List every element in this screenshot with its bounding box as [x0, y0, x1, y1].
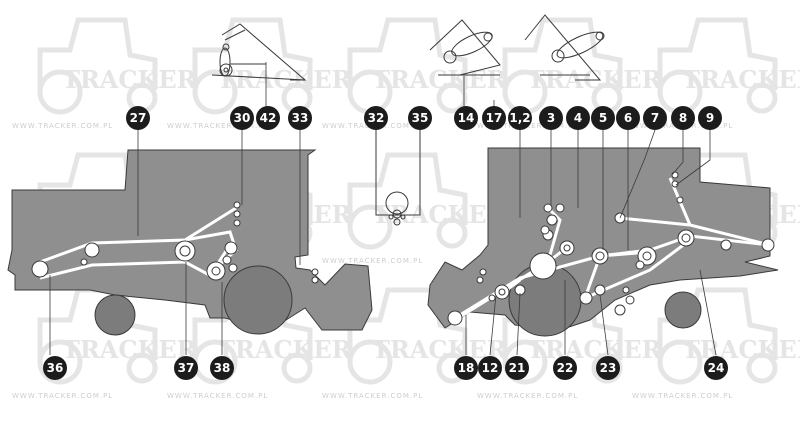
- watermark-url: WWW.TRACKER.COM.PL: [477, 392, 578, 400]
- callout-18[interactable]: 18: [454, 356, 478, 380]
- watermark-logo: TRACKER: [527, 335, 663, 364]
- svg-text:37: 37: [178, 361, 195, 375]
- watermark-logo: TRACKER: [62, 65, 198, 94]
- svg-text:21: 21: [509, 361, 526, 375]
- svg-text:5: 5: [599, 111, 607, 125]
- svg-text:18: 18: [458, 361, 475, 375]
- svg-text:1,2: 1,2: [509, 111, 530, 125]
- right-inset-17: [524, 14, 605, 81]
- callout-37[interactable]: 37: [174, 356, 198, 380]
- watermark-url: WWW.TRACKER.COM.PL: [167, 392, 268, 400]
- watermark-logo: TRACKER: [217, 335, 353, 364]
- callout-7[interactable]: 7: [643, 106, 667, 130]
- left-harvester: [7, 23, 373, 355]
- callout-35[interactable]: 35: [408, 106, 432, 130]
- svg-text:27: 27: [130, 111, 147, 125]
- callout-24[interactable]: 24: [704, 356, 728, 380]
- watermark-logo: TRACKER: [62, 335, 198, 364]
- svg-text:23: 23: [600, 361, 617, 375]
- callout-layer: 27 30 42 33 32 35 14 17 1,2 3 4 5 6 7 8 …: [43, 106, 728, 380]
- right-inset-14: [429, 19, 501, 76]
- svg-text:36: 36: [47, 361, 64, 375]
- watermark-tile: TRACKER WWW.TRACKER.COM.PL: [12, 17, 198, 130]
- callout-1-2[interactable]: 1,2: [508, 106, 532, 130]
- svg-text:30: 30: [234, 111, 251, 125]
- callout-36[interactable]: 36: [43, 356, 67, 380]
- watermark-url: WWW.TRACKER.COM.PL: [322, 392, 423, 400]
- left-leaders: [49, 62, 301, 355]
- watermark-tile: TRACKER WWW.TRACKER.COM.PL: [632, 287, 800, 400]
- right-harvester: [427, 14, 779, 356]
- watermark-tile: TRACKER WWW.TRACKER.COM.PL: [477, 287, 663, 400]
- left-rear-wheel: [223, 265, 293, 335]
- watermark-url: WWW.TRACKER.COM.PL: [12, 122, 113, 130]
- callout-9[interactable]: 9: [698, 106, 722, 130]
- svg-text:7: 7: [651, 111, 659, 125]
- svg-text:14: 14: [458, 111, 475, 125]
- callout-8[interactable]: 8: [671, 106, 695, 130]
- left-inset-detail: [211, 23, 307, 81]
- svg-text:32: 32: [368, 111, 385, 125]
- watermark-url: WWW.TRACKER.COM.PL: [322, 257, 423, 265]
- callout-23[interactable]: 23: [596, 356, 620, 380]
- callout-4[interactable]: 4: [566, 106, 590, 130]
- svg-text:6: 6: [624, 111, 632, 125]
- svg-text:38: 38: [214, 361, 231, 375]
- callout-17[interactable]: 17: [482, 106, 506, 130]
- callout-5[interactable]: 5: [591, 106, 615, 130]
- watermark-url: WWW.TRACKER.COM.PL: [12, 392, 113, 400]
- watermark-logo: TRACKER: [217, 65, 353, 94]
- svg-text:33: 33: [292, 111, 309, 125]
- svg-text:8: 8: [679, 111, 687, 125]
- callout-27[interactable]: 27: [126, 106, 150, 130]
- callout-38[interactable]: 38: [210, 356, 234, 380]
- watermark-url: WWW.TRACKER.COM.PL: [632, 392, 733, 400]
- right-pulleys: [447, 171, 775, 326]
- watermark-tile: TRACKER WWW.TRACKER.COM.PL: [167, 287, 353, 400]
- svg-text:42: 42: [260, 111, 277, 125]
- svg-text:17: 17: [486, 111, 503, 125]
- watermark-logo: TRACKER: [682, 65, 800, 94]
- callout-3[interactable]: 3: [539, 106, 563, 130]
- svg-text:9: 9: [706, 111, 714, 125]
- svg-text:12: 12: [482, 361, 499, 375]
- callout-14[interactable]: 14: [454, 106, 478, 130]
- svg-text:4: 4: [574, 111, 582, 125]
- callout-6[interactable]: 6: [616, 106, 640, 130]
- callout-32[interactable]: 32: [364, 106, 388, 130]
- svg-text:22: 22: [557, 361, 574, 375]
- watermark-url: WWW.TRACKER.COM.PL: [167, 122, 268, 130]
- left-pulleys: [31, 201, 319, 284]
- callout-21[interactable]: 21: [505, 356, 529, 380]
- callout-42[interactable]: 42: [256, 106, 280, 130]
- callout-12[interactable]: 12: [478, 356, 502, 380]
- watermark-tile: TRACKER WWW.TRACKER.COM.PL: [167, 17, 353, 130]
- svg-text:24: 24: [708, 361, 725, 375]
- left-front-wheel: [94, 294, 136, 336]
- svg-text:35: 35: [412, 111, 429, 125]
- watermark-logo: TRACKER: [372, 65, 508, 94]
- watermark-logo: TRACKER: [682, 335, 800, 364]
- callout-33[interactable]: 33: [288, 106, 312, 130]
- svg-text:3: 3: [547, 111, 555, 125]
- callout-22[interactable]: 22: [553, 356, 577, 380]
- right-rear-wheel: [664, 291, 702, 329]
- watermark-tile: TRACKER WWW.TRACKER.COM.PL: [12, 287, 198, 400]
- middle-inset: [375, 130, 421, 226]
- callout-30[interactable]: 30: [230, 106, 254, 130]
